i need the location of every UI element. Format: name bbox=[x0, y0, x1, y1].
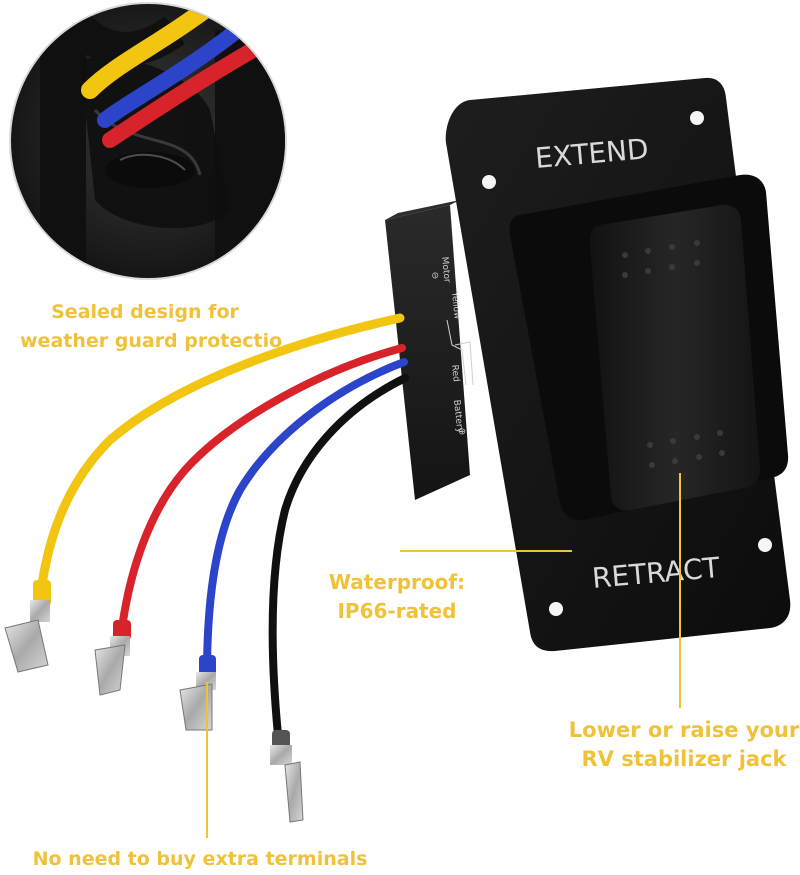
switch-housing bbox=[385, 200, 470, 500]
housing-mark-motor: Motor bbox=[439, 256, 452, 283]
caption-line: Waterproof: bbox=[328, 570, 466, 594]
caption-waterproof: Waterproof: IP66-rated bbox=[322, 568, 472, 626]
caption-line: Sealed design for bbox=[51, 301, 239, 323]
housing-mark-battery: Battery bbox=[451, 399, 464, 434]
rocker-dots bbox=[622, 240, 725, 468]
caption-line: Lower or raise your bbox=[568, 718, 800, 742]
caption-line: IP66-rated bbox=[337, 599, 457, 623]
wire-blue bbox=[203, 358, 408, 667]
wire-black bbox=[268, 374, 409, 739]
zoom-detail-circle bbox=[9, 2, 287, 280]
terminal-yellow bbox=[4, 580, 51, 673]
wires bbox=[37, 313, 409, 739]
wire-red bbox=[118, 344, 406, 632]
caption-sealed-design: Sealed design for weather guard protecti… bbox=[20, 298, 283, 356]
terminals bbox=[4, 580, 304, 823]
terminal-blue bbox=[179, 655, 216, 731]
caption-terminals: No need to buy extra terminals bbox=[22, 845, 378, 874]
housing-diagram bbox=[446, 319, 474, 386]
housing-mark-plus: ⊕ bbox=[456, 427, 467, 436]
mount-hole bbox=[549, 602, 563, 616]
caption-lower-raise: Lower or raise your RV stabilizer jack bbox=[568, 716, 800, 774]
mount-hole bbox=[758, 538, 772, 552]
housing-mark-yellow: Yellow bbox=[449, 290, 462, 320]
mount-hole bbox=[482, 175, 496, 189]
caption-line: No need to buy extra terminals bbox=[32, 848, 368, 870]
callout-leaders bbox=[206, 473, 681, 838]
terminal-black bbox=[270, 730, 304, 823]
wire-yellow bbox=[37, 313, 405, 590]
housing-markings: ⊖ Motor Yellow Red Battery ⊕ bbox=[429, 256, 467, 436]
housing-mark-minus: ⊖ bbox=[429, 271, 440, 280]
terminal-red bbox=[94, 620, 131, 696]
caption-line: RV stabilizer jack bbox=[581, 747, 787, 771]
mount-hole bbox=[690, 111, 704, 125]
switch-panel: EXTEND RETRACT bbox=[445, 77, 791, 652]
caption-line: weather guard protectio bbox=[20, 330, 283, 352]
housing-mark-red: Red bbox=[449, 364, 461, 382]
